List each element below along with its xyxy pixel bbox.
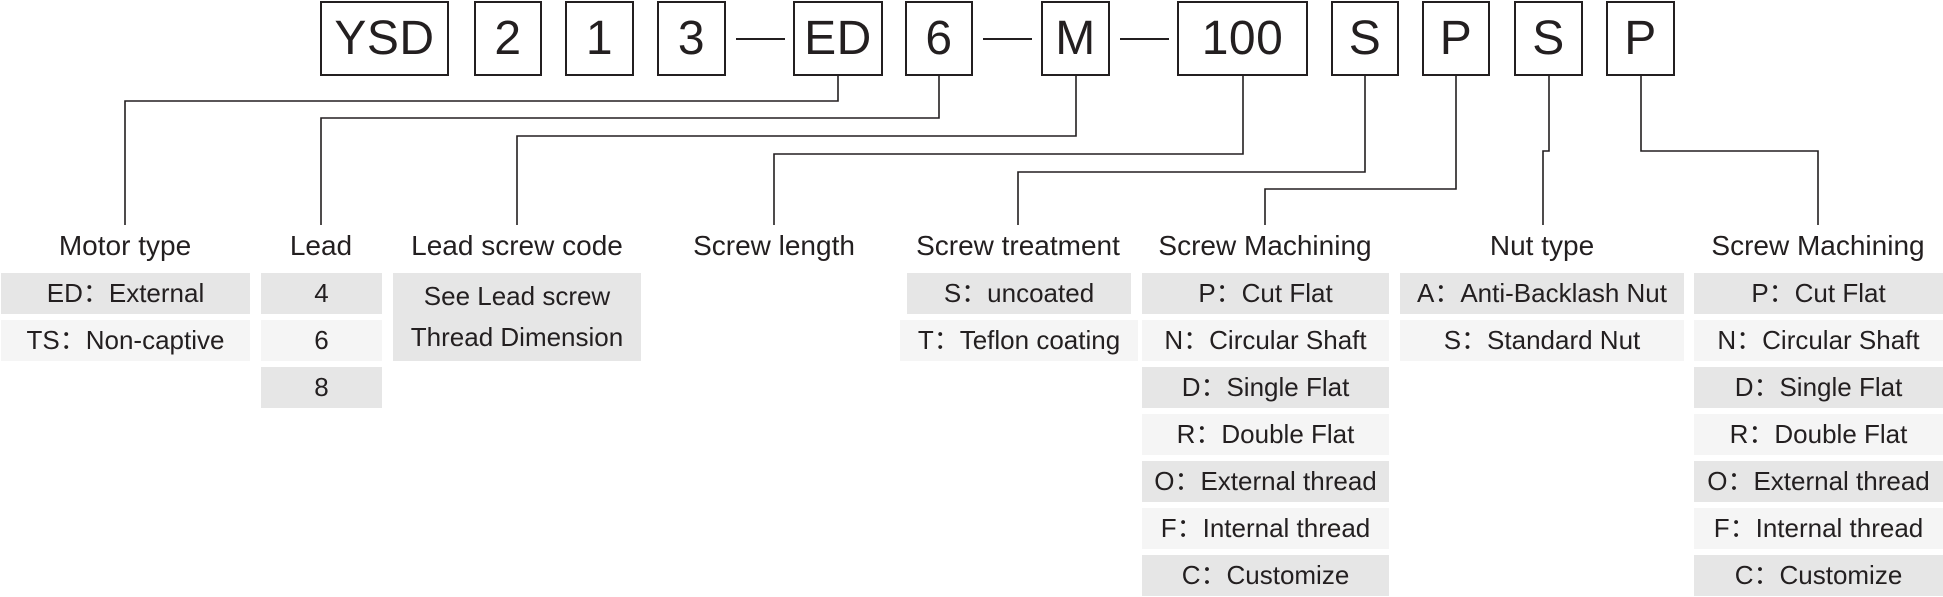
option-lead-screw-code-line: Thread Dimension — [410, 322, 624, 352]
code-box-screw-length: 100 — [1177, 1, 1308, 76]
option-screw-machining-2: N：Circular Shaft — [1694, 320, 1943, 361]
code-box-lead-screw-code: M — [1041, 1, 1110, 76]
option-lead: 6 — [261, 320, 382, 361]
code-box-digit-2: 1 — [565, 1, 634, 76]
option-lead-screw-code-line: See Lead screw — [423, 281, 611, 311]
header-screw-treatment: Screw treatment — [916, 230, 1120, 261]
connector-nut-type — [1542, 76, 1550, 225]
code-box-screw-machining: P — [1422, 1, 1490, 76]
code-box-screw-machining-2: P — [1606, 1, 1675, 76]
option-screw-machining-2: C：Customize — [1694, 555, 1943, 596]
option-motor-type: ED：External — [1, 273, 250, 314]
option-screw-machining-2: F：Internal thread — [1694, 508, 1943, 549]
option-screw-machining: C：Customize — [1142, 555, 1389, 596]
header-screw-machining: Screw Machining — [1158, 230, 1372, 261]
option-lead-screw-code: See Lead screw Thread Dimension — [393, 273, 641, 361]
connector-screw-machining-2 — [1640, 76, 1819, 225]
option-screw-machining: D：Single Flat — [1142, 367, 1389, 408]
option-screw-machining: F：Internal thread — [1142, 508, 1389, 549]
option-screw-treatment: S：uncoated — [907, 273, 1131, 314]
separator-dash — [1120, 38, 1169, 40]
separator-dash — [983, 38, 1032, 40]
option-motor-type: TS：Non-captive — [1, 320, 250, 361]
option-screw-treatment: T：Teflon coating — [900, 320, 1138, 361]
header-screw-length: Screw length — [693, 230, 855, 261]
connector-screw-machining — [1264, 76, 1457, 225]
header-lead-screw-code: Lead screw code — [411, 230, 623, 261]
header-lead: Lead — [289, 230, 353, 261]
option-screw-machining: N：Circular Shaft — [1142, 320, 1389, 361]
connector-screw-length — [773, 76, 1244, 225]
option-screw-machining: O：External thread — [1142, 461, 1389, 502]
connector-motor-type — [124, 76, 839, 225]
code-box-lead: 6 — [905, 1, 973, 76]
separator-dash — [736, 38, 785, 40]
option-screw-machining-2: R：Double Flat — [1694, 414, 1943, 455]
code-box-nut-type: S — [1514, 1, 1583, 76]
option-screw-machining-2: P：Cut Flat — [1694, 273, 1943, 314]
option-screw-machining: P：Cut Flat — [1142, 273, 1389, 314]
code-box-digit-3: 3 — [657, 1, 726, 76]
connector-lead-screw-code — [516, 76, 1077, 225]
header-motor-type: Motor type — [58, 230, 192, 261]
option-nut-type: A：Anti-Backlash Nut — [1400, 273, 1684, 314]
connector-lead — [320, 76, 940, 225]
option-lead: 4 — [261, 273, 382, 314]
code-box-digit-1: 2 — [474, 1, 542, 76]
code-box-screw-treatment: S — [1331, 1, 1399, 76]
option-lead: 8 — [261, 367, 382, 408]
option-screw-machining-2: O：External thread — [1694, 461, 1943, 502]
header-nut-type: Nut type — [1489, 230, 1595, 261]
option-screw-machining-2: D：Single Flat — [1694, 367, 1943, 408]
header-screw-machining-2: Screw Machining — [1711, 230, 1925, 261]
option-nut-type: S：Standard Nut — [1400, 320, 1684, 361]
code-box-series: YSD — [320, 1, 449, 76]
option-screw-machining: R：Double Flat — [1142, 414, 1389, 455]
code-box-motor-type: ED — [793, 1, 883, 76]
connector-screw-treatment — [1017, 76, 1366, 225]
